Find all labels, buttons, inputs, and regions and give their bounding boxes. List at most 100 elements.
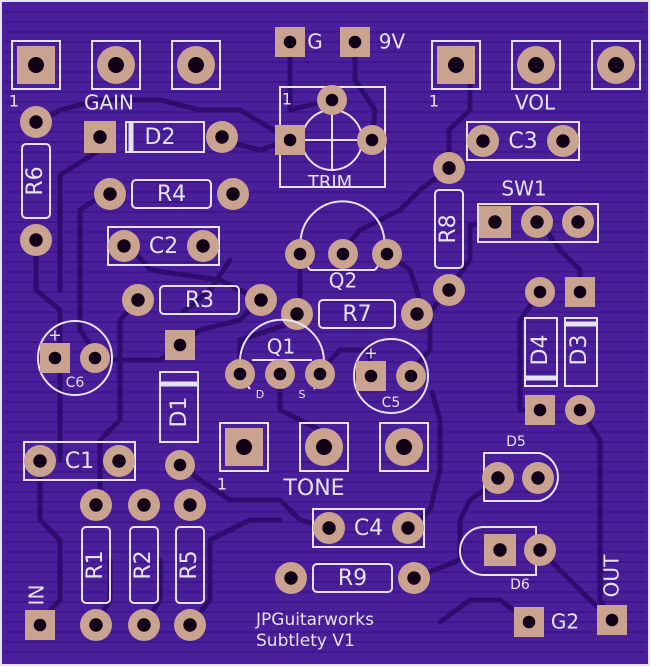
resistor-r8-drill [442,161,456,175]
transistor-q2-drill [380,247,394,261]
cap-c4-drill [322,521,336,535]
silk-label-d1: D1 [167,397,192,428]
silk-label-r3: R3 [185,288,214,313]
resistor-r3-drill [131,293,145,307]
resistor-r5-body [175,526,205,604]
cap-c5-drill [404,369,418,383]
silk-label-r4: R4 [157,182,186,207]
tone-pot-drill [316,439,332,455]
vol-pot-outline [431,40,481,90]
silk-label-c3: C3 [508,129,537,154]
tone-pot-outline [219,422,269,472]
transistor-q2-drill [293,247,307,261]
led-d5-drill [531,471,545,485]
silk-label-d5: D5 [506,434,526,450]
tone-pot-outline [379,422,429,472]
resistor-r1-body [81,526,111,604]
switch-sw1-drill [571,215,585,229]
resistor-r5-drill [183,498,197,512]
silk-label-c1: C1 [65,449,94,474]
switch-sw1-drill [488,215,502,229]
switch-sw1-outline [477,203,599,243]
switch-sw1-drill [530,215,544,229]
vol-pot-drill [608,57,624,73]
silk-label-c4: C4 [354,516,383,541]
diode-d2-body [125,121,205,153]
silk-label-c5: C5 [382,395,401,411]
gain-pot-outline [91,40,141,90]
resistor-r6-drill [29,233,43,247]
out-jack-drill [605,613,619,627]
trim-pin-drill [365,133,379,147]
led-d5-outline [483,452,559,502]
tone-pot-outline [299,422,349,472]
diode-d4-drill [533,285,547,299]
silk-label-d4: D4 [528,335,553,366]
diode-d1-drill [173,458,187,472]
resistor-r7-drill [290,307,304,321]
resistor-r4-drill [226,187,240,201]
cap-c2-drill [117,239,131,253]
cap-c3-drill [476,134,490,148]
silk-label-gain-pin1: 1 [9,92,19,111]
resistor-r2-drill [137,498,151,512]
gain-pot-outline [11,40,61,90]
cap-c2-drill [196,239,210,253]
vol-pot-drill [448,57,464,73]
silk-label-d3: D3 [567,335,592,366]
in-jack-drill [33,618,47,632]
g-terminal-drill [283,35,297,49]
tone-pot-drill [236,439,252,455]
cap-c1-drill [33,454,47,468]
resistor-r8-body [434,189,464,269]
silk-label-brand-line1: JPGuitarworks [255,610,374,630]
resistor-r9-drill [407,571,421,585]
resistor-r5-drill [183,618,197,632]
cap-c1-drill [112,454,126,468]
tone-pot-drill [396,439,412,455]
diode-d2-drill [93,130,107,144]
silk-label-r6: R6 [23,166,48,195]
gain-pot-drill [108,57,124,73]
diode-d4-drill [533,403,547,417]
transistor-q2-drill [336,247,350,261]
silk-label-gain: GAIN [84,91,134,115]
resistor-r4-body [131,179,212,209]
resistor-r3-drill [254,293,268,307]
silk-label-q1-s: S [299,388,306,401]
cap-c5-drill [364,369,378,383]
gain-pot-outline [171,40,221,90]
resistor-r2-drill [137,618,151,632]
silk-label-q1-d: D [256,388,264,401]
gain-pot-drill [188,57,204,73]
silk-label-g2: G2 [551,610,579,634]
cap-plus-sign: + [48,326,61,345]
cap-c5-outline [353,338,429,414]
silk-label-vol-pin1: 1 [429,92,439,111]
resistor-r9-drill [284,571,298,585]
resistor-r2-body [129,526,159,604]
silk-label-g: G [307,30,323,54]
resistor-r6-body [21,143,51,219]
resistor-r8-drill [442,283,456,297]
resistor-r6-drill [29,115,43,129]
silk-label-tone-pin1: 1 [217,475,227,494]
cap-c3-drill [556,134,570,148]
cap-c6-outline [37,320,113,396]
diode-d3-drill [573,285,587,299]
transistor-q1-drill [313,367,327,381]
resistor-r4-drill [103,187,117,201]
resistor-r3-body [159,285,240,315]
trim-pin-drill [283,133,297,147]
silk-label-r7: R7 [342,302,371,327]
diode-d2-drill [215,130,229,144]
silk-label-v9: 9V [379,30,406,54]
cap-c6-drill [88,351,102,365]
silk-label-d2: D2 [145,125,176,150]
cap-c6-drill [48,351,62,365]
vol-pot-outline [511,40,561,90]
silk-label-q1: Q1 [267,335,295,359]
silk-label-r2: R2 [131,550,156,579]
diode-d4-body [524,317,558,387]
